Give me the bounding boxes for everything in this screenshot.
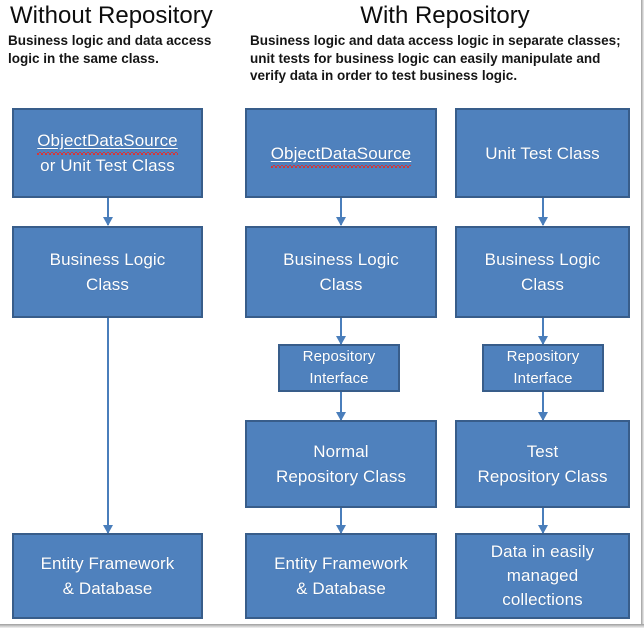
node-label-line2: & Database — [296, 579, 386, 598]
section-subtitle-without-repository: Business logic and data access logic in … — [8, 33, 212, 66]
arrow-c2-n1-to-c2-n2 — [331, 198, 351, 226]
node-unit-test-class-col3[interactable]: Unit Test Class — [455, 108, 630, 198]
arrow-c1-n2-to-c1-n3 — [98, 318, 118, 534]
node-label-line2: Interface — [513, 370, 573, 387]
node-test-repository-class[interactable]: Test Repository Class — [455, 420, 630, 508]
node-label-line1: Business Logic — [49, 250, 166, 269]
node-label-line1: Repository — [506, 348, 580, 365]
node-repository-interface-col3[interactable]: Repository Interface — [482, 344, 604, 392]
node-label-line2: or Unit Test Class — [40, 156, 175, 175]
node-business-logic-class-col2[interactable]: Business Logic Class — [245, 226, 437, 318]
node-objectdatasource-or-unit-test-class[interactable]: ObjectDataSource or Unit Test Class — [12, 108, 203, 198]
arrow-c3-n3-to-c3-n4 — [533, 392, 553, 421]
node-entity-framework-database-col1[interactable]: Entity Framework & Database — [12, 533, 203, 619]
node-label-line2: Interface — [309, 370, 369, 387]
section-header-with-repository: With Repository Business logic and data … — [250, 2, 640, 85]
node-label-line1: Unit Test Class — [485, 143, 600, 163]
frame-border-bottom — [0, 624, 644, 628]
node-label-line1: Repository — [302, 348, 376, 365]
node-label-line1: Entity Framework — [274, 554, 408, 573]
node-label-line2: & Database — [62, 579, 153, 598]
section-header-without-repository: Without Repository Business logic and da… — [6, 2, 238, 67]
arrow-c3-n1-to-c3-n2 — [533, 198, 553, 226]
node-business-logic-class-col3[interactable]: Business Logic Class — [455, 226, 630, 318]
node-label-line1: Test — [526, 442, 559, 461]
node-label-line2: Repository Class — [275, 467, 407, 486]
node-label-line2: Repository Class — [477, 467, 608, 486]
node-label-line2: Class — [85, 275, 129, 294]
node-repository-interface-col2[interactable]: Repository Interface — [278, 344, 400, 392]
node-label-line1: Business Logic — [283, 250, 399, 269]
arrow-c2-n2-to-c2-n3 — [331, 318, 351, 345]
node-label-line1: Business Logic — [484, 250, 601, 269]
node-objectdatasource-col2[interactable]: ObjectDataSource — [245, 108, 437, 198]
node-label-line1: Entity Framework — [40, 554, 175, 573]
arrow-c2-n3-to-c2-n4 — [331, 392, 351, 421]
node-label-line2: Class — [520, 275, 564, 294]
node-label-line1: Data in easily — [490, 542, 595, 561]
node-business-logic-class-col1[interactable]: Business Logic Class — [12, 226, 203, 318]
node-data-in-easily-managed-collections[interactable]: Data in easily managed collections — [455, 533, 630, 619]
node-normal-repository-class[interactable]: Normal Repository Class — [245, 420, 437, 508]
arrow-c2-n4-to-c2-n5 — [331, 508, 351, 534]
node-label-line1: Normal — [313, 442, 369, 461]
arrow-c3-n2-to-c3-n3 — [533, 318, 553, 345]
section-title-without-repository: Without Repository — [10, 2, 213, 29]
node-label-line1: ObjectDataSource — [37, 131, 178, 150]
section-subtitle-with-repository: Business logic and data access logic in … — [250, 33, 621, 83]
node-label-line3: collections — [502, 590, 583, 609]
node-label-line2: managed — [506, 566, 579, 585]
frame-border-right — [641, 0, 644, 628]
arrow-c3-n4-to-c3-n5 — [533, 508, 553, 534]
node-label-line2: Class — [319, 275, 363, 294]
node-label-line1: ObjectDataSource — [270, 143, 412, 163]
arrow-c1-n1-to-c1-n2 — [98, 198, 118, 226]
node-entity-framework-database-col2[interactable]: Entity Framework & Database — [245, 533, 437, 619]
section-title-with-repository: With Repository — [360, 2, 530, 29]
